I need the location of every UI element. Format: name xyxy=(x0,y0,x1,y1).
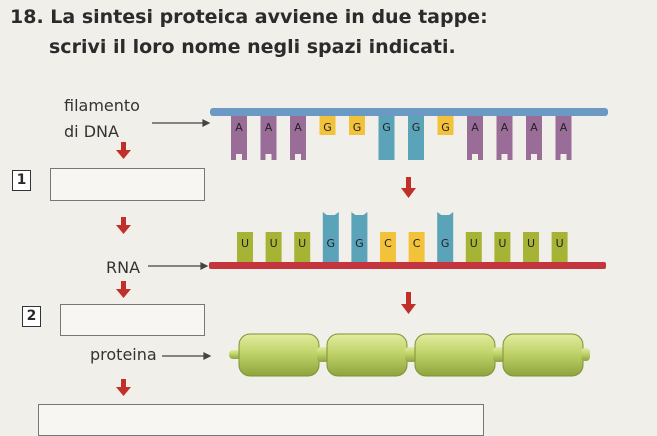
amino-acid xyxy=(502,333,584,377)
rna-nucleotide: U xyxy=(523,232,539,262)
arrow-down-icon xyxy=(116,379,131,396)
rna-nucleotide: C xyxy=(380,232,396,262)
rna-base-letter: U xyxy=(270,237,278,250)
flow-arrows xyxy=(116,142,416,396)
protein-label: proteina xyxy=(90,345,157,364)
dna-nucleotide: A xyxy=(290,116,306,160)
dna-label-line1: filamento xyxy=(64,96,140,115)
rna-base-letter: G xyxy=(355,237,364,250)
dna-base-letter: G xyxy=(412,121,421,134)
amino-acid xyxy=(238,333,320,377)
arrow-down-icon xyxy=(116,217,131,234)
dna-nucleotide: G xyxy=(319,116,336,135)
amino-acid xyxy=(414,333,496,377)
amino-acid xyxy=(326,333,408,377)
dna-nucleotide: A xyxy=(555,116,572,160)
dna-base-letter: A xyxy=(235,121,243,134)
dna-base-letter: G xyxy=(353,121,362,134)
arrow-down-icon xyxy=(116,281,131,298)
rna-nucleotide: U xyxy=(237,232,253,262)
rna-nucleotide: C xyxy=(408,232,425,262)
question-instruction: scrivi il loro nome negli spazi indicati… xyxy=(49,36,456,58)
dna-nucleotide: G xyxy=(408,116,424,160)
dna-nucleotide: A xyxy=(231,116,247,160)
dna-nucleotide: A xyxy=(467,116,483,160)
dna-base-letter: G xyxy=(323,121,332,134)
dna-base-letter: A xyxy=(530,121,538,134)
dna-nucleotide: G xyxy=(437,116,454,135)
arrow-down-icon xyxy=(401,177,416,198)
dna-nucleotide: A xyxy=(260,116,277,160)
rna-base-letter: U xyxy=(556,237,564,250)
rna-nucleotide: U xyxy=(551,232,568,262)
rna-base-letter: U xyxy=(298,237,306,250)
dna-base-letter: A xyxy=(560,121,568,134)
dna-label-line2: di DNA xyxy=(64,122,119,141)
rna-nucleotide: G xyxy=(322,212,339,262)
dna-nucleotide: A xyxy=(496,116,513,160)
step-2-answer-box[interactable] xyxy=(60,304,205,336)
rna-base-letter: U xyxy=(498,237,506,250)
question-title: 18. La sintesi proteica avviene in due t… xyxy=(10,6,488,28)
dna-base-letter: G xyxy=(441,121,450,134)
rna-base-letter: U xyxy=(470,237,478,250)
dna-backbone xyxy=(210,108,608,116)
dna-base-letter: A xyxy=(294,121,302,134)
dna-nucleotide: A xyxy=(526,116,542,160)
rna-base-letter: G xyxy=(327,237,336,250)
rna-nucleotide: G xyxy=(351,212,368,262)
step-1-answer-box[interactable] xyxy=(50,168,205,201)
rna-base-letter: U xyxy=(241,237,249,250)
protein-chain xyxy=(229,333,590,377)
arrow-down-icon xyxy=(116,142,131,159)
dna-base-letter: A xyxy=(471,121,479,134)
rna-base-letter: C xyxy=(384,237,392,250)
dna-base-letter: A xyxy=(265,121,273,134)
rna-label: RNA xyxy=(106,258,141,277)
dna-nucleotide: G xyxy=(378,116,395,160)
rna-base-letter: C xyxy=(413,237,421,250)
rna-base-letter: G xyxy=(441,237,450,250)
arrow-down-icon xyxy=(401,292,416,314)
step-1-number: 1 xyxy=(12,170,31,191)
pointer-lines xyxy=(148,119,212,360)
rna-nucleotide: U xyxy=(465,232,482,262)
synthesis-diagram: A A A G G G G G A A A A U U U G G C C G U U U U xyxy=(116,108,608,396)
rna-nucleotide: G xyxy=(437,212,454,262)
rna-backbone xyxy=(209,262,606,269)
step-2-number: 2 xyxy=(22,306,41,327)
dna-base-letter: G xyxy=(382,121,391,134)
rna-base-letter: U xyxy=(527,237,535,250)
rna-nucleotide: U xyxy=(265,232,282,262)
dna-nucleotide: G xyxy=(349,116,365,135)
rna-nucleotide: U xyxy=(294,232,311,262)
rna-nucleotide: U xyxy=(494,232,511,262)
dna-base-letter: A xyxy=(501,121,509,134)
